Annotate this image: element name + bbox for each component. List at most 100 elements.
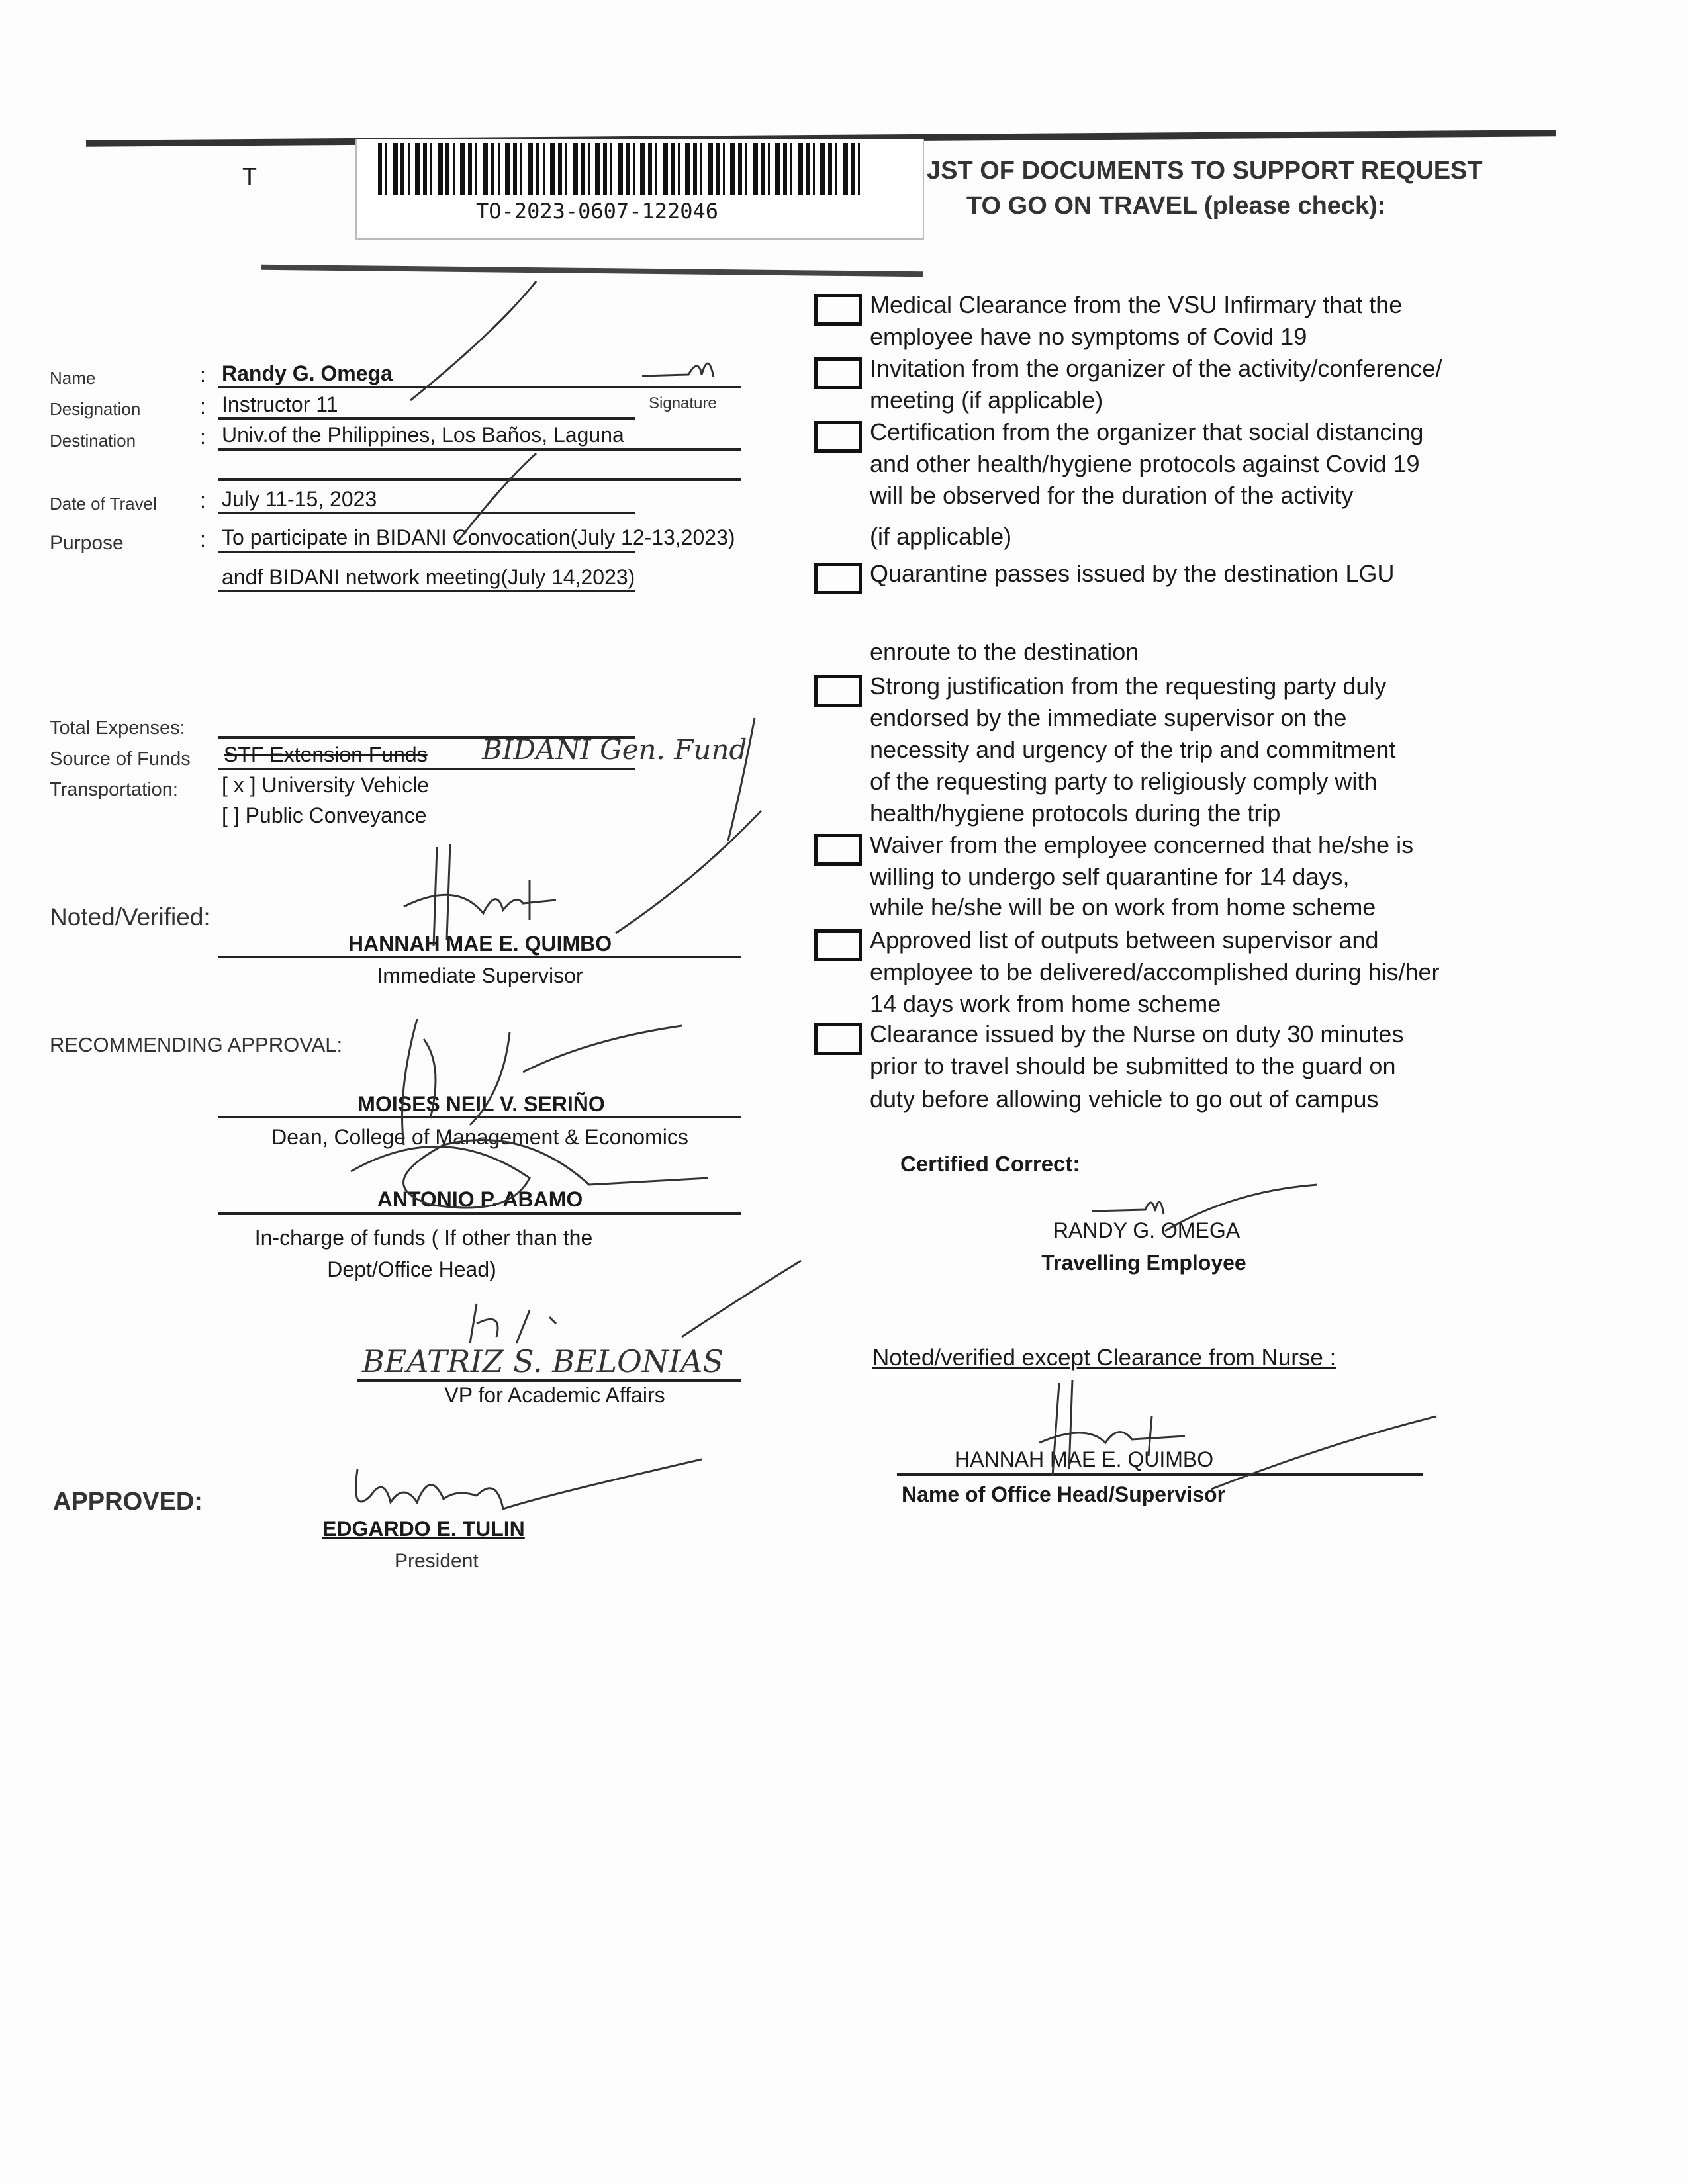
checklist-item-text: will be observed for the duration of the…: [870, 482, 1354, 509]
noted-except-nurse-label: Noted/verified except Clearance from Nur…: [872, 1345, 1336, 1371]
colon: :: [200, 527, 206, 551]
checklist-item-text: employee to be delivered/accomplished du…: [870, 958, 1440, 985]
checklist-item-text: Invitation from the organizer of the act…: [870, 355, 1442, 382]
colon: :: [200, 363, 206, 387]
barcode-box: TO-2023-0607-122046: [355, 139, 924, 240]
transport-option-public-conveyance[interactable]: [ ] Public Conveyance: [222, 803, 427, 827]
funds-incharge-title-line2: Dept/Office Head): [327, 1257, 496, 1281]
office-head-signature: [1039, 1379, 1437, 1490]
checklist-item-text: Clearance issued by the Nurse on duty 30…: [870, 1021, 1404, 1048]
signature-label: Signature: [649, 394, 717, 412]
checklist-item-text: while he/she will be on work from home s…: [870, 893, 1376, 921]
destination-underline: [218, 448, 741, 451]
checklist-title-line1: JST OF DOCUMENTS TO SUPPORT REQUEST: [927, 157, 1483, 185]
barcode-image: [378, 143, 861, 195]
supervisor-title: Immediate Supervisor: [377, 964, 583, 987]
recommending-approval-label: RECOMMENDING APPROVAL:: [50, 1033, 343, 1056]
pen-stroke: [681, 1259, 802, 1338]
checklist-checkbox[interactable]: [814, 834, 862, 866]
dean-signature: [350, 1019, 709, 1209]
destination-field[interactable]: Univ.of the Philippines, Los Baños, Lagu…: [222, 423, 624, 447]
president-title: President: [395, 1550, 479, 1572]
transport-option-university-vehicle[interactable]: [ x ] University Vehicle: [222, 773, 429, 797]
pen-stroke: [455, 452, 538, 543]
checklist-item-text: Medical Clearance from the VSU Infirmary…: [870, 291, 1403, 318]
designation-underline: [218, 417, 635, 420]
source-field[interactable]: STF Extension Funds: [224, 743, 428, 766]
vp-title: VP for Academic Affairs: [444, 1383, 665, 1407]
checklist-item-text: 14 days work from home scheme: [870, 990, 1221, 1017]
approved-label: APPROVED:: [53, 1488, 203, 1516]
checklist-checkbox[interactable]: [814, 675, 862, 707]
date-field[interactable]: July 11-15, 2023: [222, 487, 377, 511]
paper-slip-edge: [261, 264, 924, 277]
designation-field[interactable]: Instructor 11: [222, 392, 338, 416]
checklist-item-text: enroute to the destination: [870, 638, 1139, 665]
transport-label: Transportation:: [50, 779, 178, 800]
checklist-item-text: and other health/hygiene protocols again…: [870, 450, 1420, 477]
purpose-underline: [218, 551, 635, 553]
checklist-checkbox[interactable]: [814, 1023, 862, 1055]
dean-title: Dean, College of Management & Economics: [271, 1125, 688, 1149]
name-field[interactable]: Randy G. Omega: [222, 361, 393, 385]
destination-label: Destination: [50, 431, 136, 451]
barcode-number: TO-2023-0607-122046: [476, 199, 719, 224]
colon: :: [200, 488, 206, 512]
source-handwritten-correction: BIDANI Gen. Fund: [482, 733, 747, 766]
date-underline: [218, 512, 635, 514]
checklist-item-text: health/hygiene protocols during the trip: [870, 799, 1281, 827]
president-name: EDGARDO E. TULIN: [322, 1517, 525, 1541]
employee-signature: [641, 362, 715, 378]
purpose-underline-2: [218, 590, 635, 592]
supervisor-signature-line: [218, 956, 741, 958]
president-signature: [355, 1458, 702, 1510]
name-underline: [218, 386, 741, 388]
funds-signature-line: [218, 1212, 741, 1215]
name-label: Name: [50, 368, 96, 388]
checklist-item-text: Approved list of outputs between supervi…: [870, 927, 1379, 954]
dean-signature-line: [218, 1116, 741, 1118]
checklist-item-text: Certification from the organizer that so…: [870, 418, 1424, 445]
purpose-field-line2[interactable]: andf BIDANI network meeting(July 14,2023…: [222, 565, 635, 589]
date-label: Date of Travel: [50, 494, 157, 514]
colon: :: [200, 394, 206, 418]
colon: :: [200, 425, 206, 449]
checklist-checkbox[interactable]: [814, 421, 862, 453]
checklist-checkbox[interactable]: [814, 929, 862, 961]
checklist-item-text: willing to undergo self quarantine for 1…: [870, 863, 1350, 890]
office-head-title: Name of Office Head/Supervisor: [902, 1482, 1226, 1506]
pen-stroke: [727, 717, 756, 841]
source-label: Source of Funds: [50, 749, 191, 770]
noted-verified-label: Noted/Verified:: [50, 903, 211, 931]
checklist-item-text: prior to travel should be submitted to t…: [870, 1052, 1396, 1079]
checklist-title-line2: TO GO ON TRAVEL (please check):: [966, 192, 1386, 220]
checklist-item-text: Strong justification from the requesting…: [870, 672, 1387, 700]
travelling-employee-title: Travelling Employee: [1041, 1251, 1246, 1275]
checklist-item-text: necessity and urgency of the trip and co…: [870, 736, 1396, 763]
checklist-item-text: endorsed by the immediate supervisor on …: [870, 704, 1347, 731]
designation-label: Designation: [50, 399, 141, 419]
checklist-item-text: (if applicable): [870, 523, 1012, 550]
pen-stroke: [615, 809, 763, 934]
total-expenses-label: Total Expenses:: [50, 717, 185, 739]
purpose-field-line1[interactable]: To participate in BIDANI Convocation(Jul…: [222, 525, 735, 549]
checklist-item-text: meeting (if applicable): [870, 387, 1103, 414]
destination-underline-2: [218, 478, 741, 481]
office-head-signature-line: [897, 1473, 1423, 1476]
funds-incharge-title-line1: In-charge of funds ( If other than the: [254, 1226, 593, 1250]
supervisor-name: HANNAH MAE E. QUIMBO: [348, 932, 612, 956]
checklist-item-text: Waiver from the employee concerned that …: [870, 831, 1414, 858]
pen-stroke: [410, 281, 538, 402]
checklist-checkbox[interactable]: [814, 563, 862, 594]
travelling-employee-name: RANDY G. OMEGA: [1053, 1218, 1241, 1242]
supervisor-signature: [403, 843, 557, 947]
checklist-checkbox[interactable]: [814, 294, 862, 326]
checklist-item-text: employee have no symptoms of Covid 19: [870, 323, 1307, 350]
office-head-name: HANNAH MAE E. QUIMBO: [955, 1447, 1214, 1471]
checklist-checkbox[interactable]: [814, 357, 862, 389]
source-underline: [218, 768, 635, 770]
checklist-item-text: of the requesting party to religiously c…: [870, 768, 1378, 795]
total-expenses-underline: [218, 736, 635, 739]
certified-correct-label: Certified Correct:: [900, 1152, 1080, 1176]
